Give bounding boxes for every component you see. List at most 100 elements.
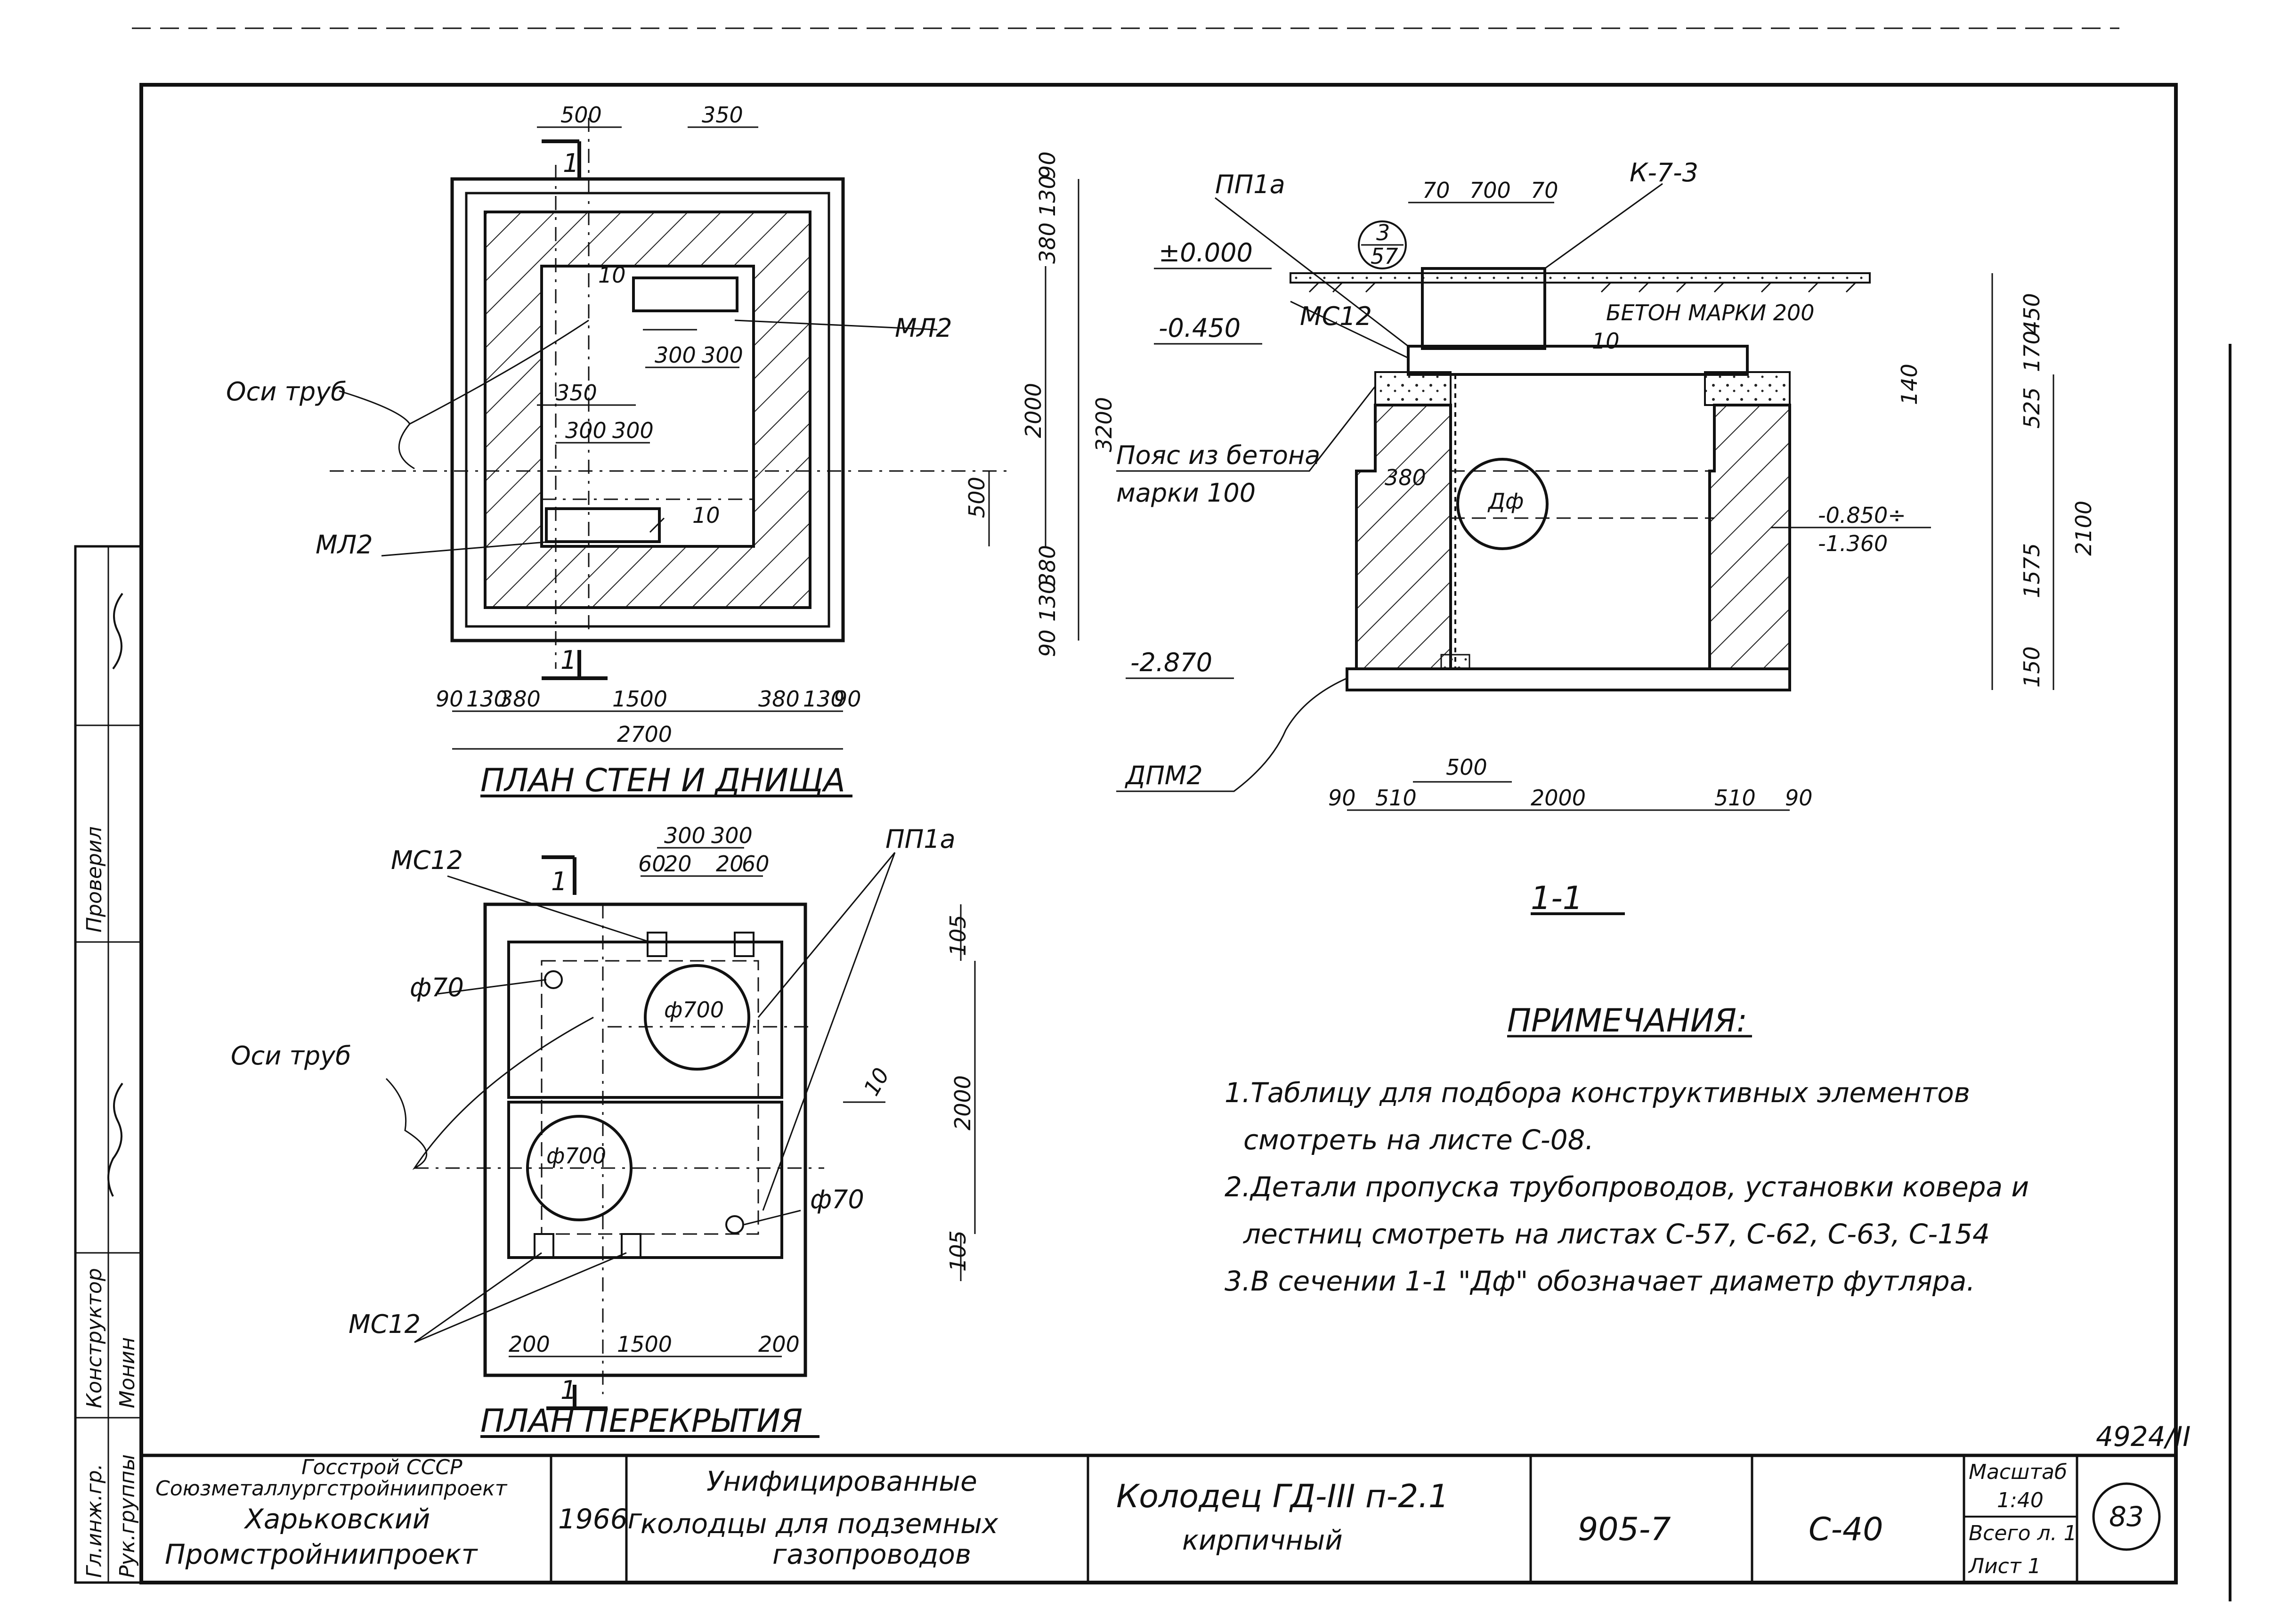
side-role-2: Рук.группы [115, 1454, 139, 1578]
plan-walls-ml2-bottom [545, 507, 661, 543]
dim: 90 [1785, 785, 1813, 811]
dim: 2000 [950, 1075, 975, 1130]
dim: 90 [1328, 785, 1356, 811]
plan-cover-ms12-top: МС12 [391, 845, 463, 875]
plan-walls-ml2-right: МЛ2 [895, 313, 952, 343]
dim: 500 [964, 477, 990, 518]
dim: 90 [1035, 151, 1060, 179]
plan-walls-pipe-leader [339, 390, 415, 470]
section-ground [1290, 272, 1871, 284]
side-role-1: Гл.инж.гр. [82, 1463, 106, 1578]
section-1-1 [1116, 183, 2054, 915]
dim: 350 [702, 102, 743, 128]
dim: 450 [2019, 293, 2045, 334]
dim: 700 [1469, 178, 1511, 203]
tb-sheet-no: Лист 1 [1968, 1554, 2041, 1578]
dim: 20 [664, 851, 692, 877]
plan-walls-masonry [484, 211, 811, 609]
notes-line-4: лестниц смотреть на листах С-57, С-62, С… [1243, 1218, 1990, 1250]
plan-cover-ms12-bottom: МС12 [349, 1309, 421, 1339]
dim: 2000 [1531, 785, 1586, 811]
section-wall-right [1708, 404, 1791, 670]
title-block [139, 1453, 2178, 1584]
dim: 1575 [2019, 543, 2045, 598]
dim: 90 [834, 686, 861, 712]
section-concrete-label: БЕТОН МАРКИ 200 [1606, 300, 1815, 325]
plan-cover-ms12-bottom-leader [414, 1252, 627, 1343]
section-ms12: МС12 [1300, 301, 1372, 331]
plan-cover-pp1a: ПП1а [885, 824, 956, 854]
plan-cover-ms12-leader [447, 875, 650, 943]
plan-cover-outer [483, 902, 807, 1377]
section-callout-num: 3 [1376, 220, 1390, 245]
plan-cover-phi70-left: ф70 [410, 973, 464, 1002]
dim: 105 [945, 1230, 971, 1272]
dim: 2000 [1021, 383, 1046, 438]
dim: 525 [2019, 387, 2045, 429]
section-text: 1-1 ПП1а К-7-3 ±0.000 -0.450 МС12 БЕТОН … [1116, 158, 2096, 917]
section-lvl287: -2.870 [1130, 648, 1212, 677]
dim: 300 [612, 418, 654, 443]
tb-org-1: Госстрой СССР [301, 1455, 462, 1479]
section-bottom-slab [1346, 667, 1791, 691]
plan-cover-pp1a-leader [757, 852, 896, 1211]
dim: 380 [1035, 545, 1060, 586]
plan-cover-mark-top: 1 [551, 867, 567, 896]
dim: 350 [556, 380, 597, 406]
tb-sheet: С-40 [1809, 1511, 1883, 1548]
plan-walls-pipes-label: Оси труб [226, 377, 346, 406]
plan-cover [385, 847, 976, 1438]
dim: 130 [1035, 580, 1060, 622]
tb-org-4: Промстройниипроект [165, 1538, 479, 1570]
tb-inv: 4924/II [2096, 1421, 2191, 1453]
section-callout-den: 57 [1371, 244, 1398, 269]
dim: 130 [1035, 175, 1060, 217]
dim: 510 [1714, 785, 1756, 811]
plan-walls-ml2-leader [381, 541, 552, 557]
plan-cover-hole-bottom-label: ф700 [546, 1143, 606, 1169]
section-belt-left [1374, 371, 1452, 406]
section-dpm2: ДПМ2 [1125, 761, 1203, 790]
plan-cover-phi70-right [725, 1215, 744, 1234]
tb-subject-3: газопроводов [772, 1538, 971, 1570]
dim: 300 [655, 342, 696, 368]
dim: 10 [1592, 328, 1620, 354]
dim: 380 [499, 686, 541, 712]
dim: 2100 [2071, 501, 2096, 556]
tb-series: 905-7 [1578, 1511, 1671, 1548]
tb-name-1: Колодец ГД-III п-2.1 [1116, 1478, 1449, 1515]
dim: 380 [758, 686, 800, 712]
plan-cover-text: ПЛАН ПЕРЕКРЫТИЯ МС12 ПП1а ф70 ф70 Оси тр… [231, 823, 975, 1440]
dim: 20 [716, 851, 744, 877]
plan-walls-mark-top: 1 [563, 148, 579, 178]
section-ground-hatch [1308, 282, 1857, 293]
dim: 3200 [1091, 397, 1117, 452]
tb-subject-1: Унифицированные [706, 1465, 977, 1497]
title-block-page-circle [2092, 1482, 2161, 1551]
dim: 90 [1035, 629, 1060, 657]
tb-name-2: кирпичный [1182, 1524, 1343, 1556]
plan-walls-mark-bottom: 1 [560, 645, 576, 675]
plan-cover-phi70-left [544, 970, 563, 989]
side-name-1: Монин [115, 1337, 139, 1408]
notes-line-5: 3.В сечении 1-1 "Дф" обозначает диаметр … [1225, 1265, 1975, 1297]
dim: 150 [2019, 646, 2045, 688]
dim: 1500 [612, 686, 667, 712]
dim: 300 [702, 342, 743, 368]
tb-year: 1966г. [558, 1503, 651, 1535]
notes: ПРИМЕЧАНИЯ: 1.Таблицу для подбора констр… [1225, 1002, 2029, 1297]
notes-line-3: 2.Детали пропуска трубопроводов, установ… [1225, 1171, 2029, 1203]
plan-cover-mark-bottom: 1 [560, 1375, 576, 1405]
plan-walls-outer [450, 177, 845, 642]
plan-cover-inner [541, 960, 759, 1235]
section-k73: К-7-3 [1630, 158, 1698, 187]
section-380-label: 380 [1385, 465, 1426, 490]
dim: 1500 [617, 1332, 672, 1357]
dim: 130 [466, 686, 508, 712]
dim: 60 [742, 851, 770, 877]
plan-walls-ml2-top [632, 276, 738, 312]
section-df-label: Дф [1487, 488, 1524, 514]
dim: 300 [664, 823, 706, 848]
section-wall-left [1355, 404, 1452, 670]
side-stamp-signature-2 [112, 593, 123, 670]
